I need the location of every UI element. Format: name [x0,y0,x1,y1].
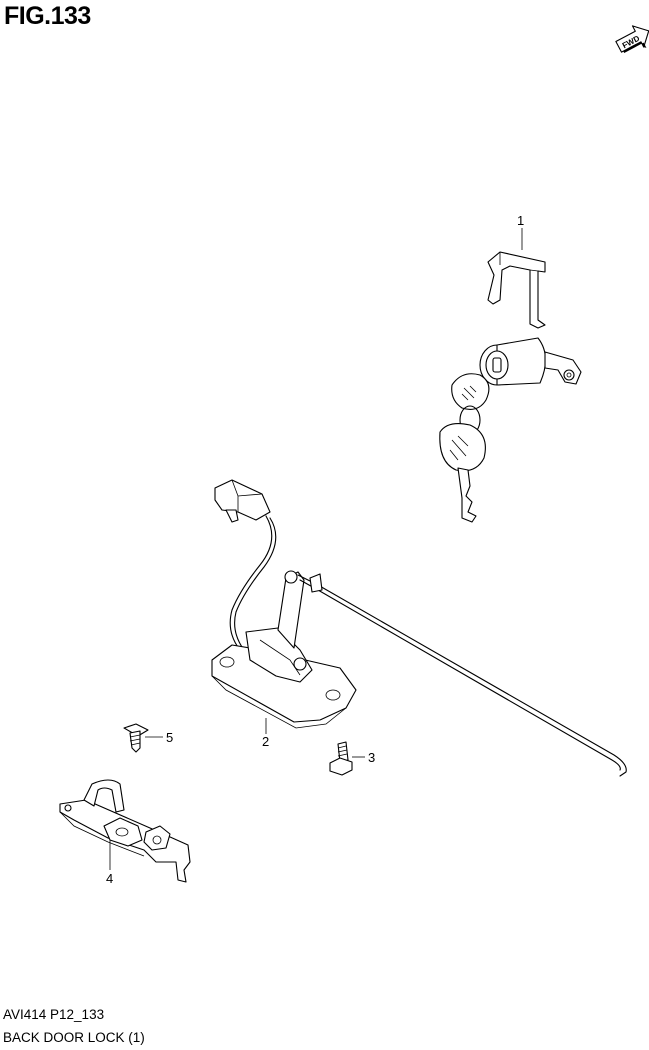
fwd-arrow-icon: FWD [615,25,649,53]
callout-4: 4 [106,871,113,886]
part-1-key-cylinder [439,251,582,523]
part-3-bolt [329,741,353,776]
diagram-code: AVI414 P12_133 [3,1007,105,1022]
callout-2: 2 [262,734,269,749]
leader-lines [109,228,523,870]
callout-5: 5 [166,730,173,745]
diagram-name: BACK DOOR LOCK (1) [3,1030,145,1045]
callout-3: 3 [368,750,375,765]
part-4-latch [59,779,191,883]
callout-1: 1 [517,213,524,228]
part-5-screw [123,723,149,753]
part-2-door-lock [211,479,627,777]
figure-title: FIG.133 [4,2,91,30]
